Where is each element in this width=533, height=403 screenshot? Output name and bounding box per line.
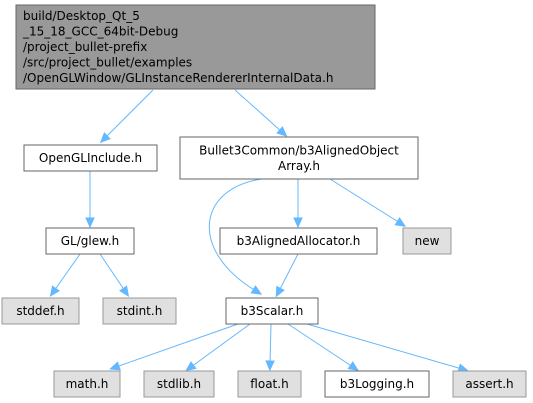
file-nodes: build/Desktop_Qt_5 _15_18_GCC_64bit-Debug…	[1, 4, 527, 398]
node-label-line: Array.h	[278, 159, 320, 173]
edge-b3scalar-to-stdlib	[185, 323, 251, 372]
edge-b3alignedobjectarray-to-new	[329, 178, 407, 227]
node-label-line: /src/project_bullet/examples	[23, 56, 192, 70]
node-openglinclude[interactable]: OpenGLInclude.h	[23, 144, 158, 172]
node-root: build/Desktop_Qt_5 _15_18_GCC_64bit-Debug…	[15, 4, 376, 90]
arrowhead-icon	[394, 217, 407, 227]
node-label-line: b3Scalar.h	[241, 304, 304, 318]
edge-b3alignedobjectarray-to-b3scalar	[208, 178, 263, 295]
node-label-line: stdlib.h	[157, 377, 201, 391]
node-assert: assert.h	[452, 370, 527, 398]
node-label-line: b3Logging.h	[340, 377, 414, 391]
edge-b3scalar-to-float	[265, 323, 275, 372]
node-label-line: /OpenGLWindow/GLInstanceRendererInternal…	[23, 71, 333, 85]
edge-root-to-openglinclude	[99, 89, 154, 144]
edge-b3scalar-to-assert	[306, 323, 469, 373]
node-label-line: /project_bullet-prefix	[23, 40, 147, 54]
node-glew[interactable]: GL/glew.h	[45, 227, 135, 255]
arrowhead-icon	[49, 285, 60, 297]
arrowhead-icon	[119, 285, 130, 297]
edge-openglinclude-to-glew	[85, 171, 95, 229]
edge-b3alignedallocator-to-b3scalar	[275, 253, 299, 298]
node-label-line: GL/glew.h	[61, 234, 120, 248]
node-label-line: _15_18_GCC_64bit-Debug	[22, 25, 178, 39]
edge-glew-to-stdint	[99, 253, 130, 297]
node-label-line: stddef.h	[16, 304, 64, 318]
node-label-line: b3AlignedAllocator.h	[237, 234, 361, 248]
node-label-line: Bullet3Common/b3AlignedObject	[199, 143, 399, 157]
edge-b3scalar-to-math	[109, 323, 239, 371]
arrowhead-icon	[250, 285, 263, 295]
arrowhead-icon	[109, 361, 121, 371]
node-b3scalar[interactable]: b3Scalar.h	[225, 297, 319, 325]
node-b3logging[interactable]: b3Logging.h	[324, 370, 430, 398]
arrowhead-icon	[99, 132, 111, 144]
node-label-line: new	[415, 234, 440, 248]
edge-b3alignedobjectarray-to-b3alignedallocator	[293, 179, 303, 229]
node-label-line: stdint.h	[117, 304, 163, 318]
node-label-line: build/Desktop_Qt_5	[23, 9, 140, 23]
node-new: new	[402, 227, 452, 255]
node-stddef: stddef.h	[1, 297, 80, 325]
arrowhead-icon	[276, 126, 288, 137]
node-float: float.h	[237, 370, 302, 398]
node-math: math.h	[53, 370, 121, 398]
arrowhead-icon	[85, 217, 95, 229]
node-label-line: math.h	[66, 377, 109, 391]
arrowhead-icon	[265, 360, 275, 372]
edge-root-to-b3alignedobjectarray	[234, 89, 288, 137]
node-stdint: stdint.h	[102, 297, 177, 325]
edge-b3scalar-to-b3logging	[287, 323, 360, 371]
node-b3alignedallocator[interactable]: b3AlignedAllocator.h	[219, 227, 378, 255]
arrowhead-icon	[293, 217, 303, 229]
node-label-line: OpenGLInclude.h	[39, 151, 142, 165]
arrowhead-icon	[185, 361, 197, 372]
edge-glew-to-stddef	[49, 253, 81, 297]
dependency-edges	[49, 89, 469, 373]
arrowhead-icon	[347, 361, 360, 371]
arrowhead-icon	[275, 285, 285, 298]
node-label-line: assert.h	[465, 377, 513, 391]
node-label-line: float.h	[250, 377, 288, 391]
node-stdlib: stdlib.h	[143, 370, 215, 398]
